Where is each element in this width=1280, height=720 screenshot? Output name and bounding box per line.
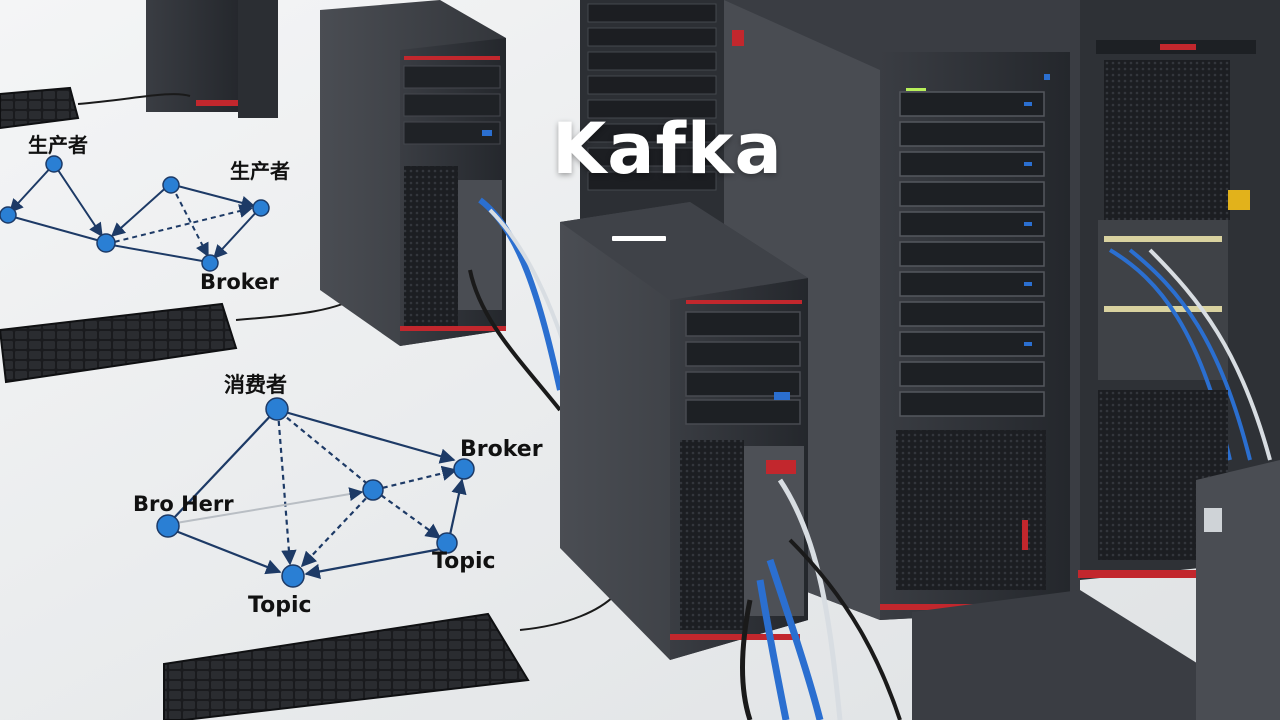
tower-middle: [320, 0, 582, 412]
box-foreground-right: [912, 460, 1280, 720]
broker-label-right: Broker: [460, 437, 543, 462]
node-mid: [162, 176, 180, 194]
keyboard-top-left: [0, 86, 80, 130]
node-broker: [201, 254, 219, 272]
node-producer-2: [252, 199, 270, 217]
rack-back: [580, 0, 724, 230]
topic-label-bottom: Topic: [248, 593, 312, 618]
node-hub: [96, 233, 116, 253]
keyboard-middle-left: [0, 302, 238, 384]
title-underline: [612, 236, 666, 241]
node-topic-bottom: [281, 564, 305, 588]
producer-label-1: 生产者: [28, 133, 88, 157]
node-topic-right: [436, 532, 458, 554]
node-left: [0, 206, 17, 224]
broker-label-top: Broker: [200, 270, 279, 294]
node-consumer: [265, 397, 289, 421]
tower-back-left: [146, 0, 278, 118]
node-center: [362, 479, 384, 501]
broker-label-left: Bro Herr: [133, 492, 234, 516]
topic-label-right: Topic: [432, 549, 496, 574]
producer-label-2: 生产者: [230, 159, 290, 183]
tower-front: [560, 202, 902, 720]
keyboard-front: [163, 612, 530, 720]
diagram-top: 生产者 生产者 Broker: [0, 133, 290, 294]
page-title: Kafka: [552, 108, 783, 190]
node-producer-1: [45, 155, 63, 173]
node-broker-right: [453, 458, 475, 480]
diagram-bottom: 消费者 Broker Bro Herr Topic Topic: [133, 373, 543, 618]
consumer-label: 消费者: [224, 373, 287, 397]
node-broker-left: [156, 514, 180, 538]
rack-right: [1078, 0, 1280, 580]
